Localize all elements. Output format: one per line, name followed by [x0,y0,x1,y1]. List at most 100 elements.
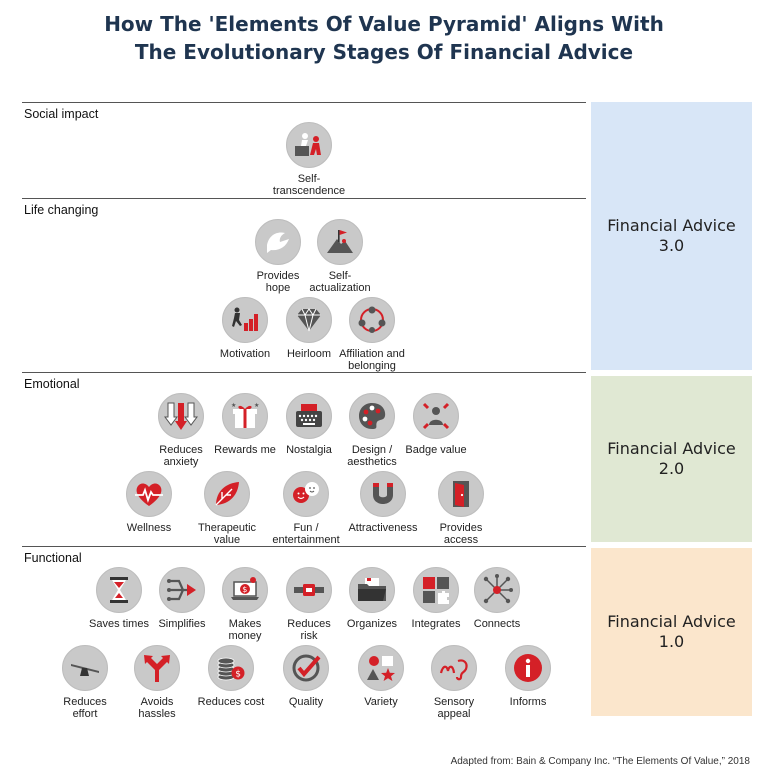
section-social-impact: Social impact [22,102,586,121]
element-therapeutic-value: Therapeutic value [177,471,277,546]
element-affiliation-belonging: Affiliation and belonging [322,297,422,372]
section-label: Life changing [24,203,99,217]
element-reduces-risk: Reduces risk [259,567,359,642]
element-attractiveness: Attractiveness [333,471,433,534]
person-helping-icon [286,122,332,168]
runner-chart-icon [222,297,268,343]
element-quality: Quality [256,645,356,708]
group-circle-icon [349,297,395,343]
element-label: Sensory appeal [433,696,475,720]
section-label: Functional [24,551,82,565]
element-heirloom: Heirloom [259,297,359,360]
element-label: Affiliation and belonging [339,348,405,372]
dove-icon [255,219,301,265]
element-sensory-appeal: Sensory appeal [404,645,504,720]
svg-text:★: ★ [231,402,236,409]
band-financial-advice-2: Financial Advice 2.0 [591,376,752,542]
info-icon [505,645,551,691]
section-life-changing: Life changing [22,198,586,217]
element-rewards-me: ★★ Rewards me [195,393,295,456]
element-design-aesthetics: Design / aesthetics [322,393,422,468]
element-connects: Connects [447,567,547,630]
element-label: Reduces cost [197,696,265,708]
element-label: Therapeutic value [197,522,257,546]
element-simplifies: Simplifies [132,567,232,630]
chat-faces-icon [283,471,329,517]
element-label: Self- actualization [309,270,371,294]
element-label: Attractiveness [348,522,418,534]
element-variety: Variety [331,645,431,708]
palette-icon [349,393,395,439]
folder-icon [349,567,395,613]
element-saves-times: Saves times [69,567,169,630]
page-title: How The 'Elements Of Value Pyramid' Alig… [0,10,768,66]
element-label: Variety [364,696,398,708]
diamond-icon [286,297,332,343]
element-reduces-anxiety: Reduces anxiety [131,393,231,468]
leaf-icon [204,471,250,517]
element-label: Informs [509,696,547,708]
element-avoids-hassles: Avoids hassles [107,645,207,720]
seatbelt-icon [286,567,332,613]
element-label: Provides hope [256,270,300,294]
element-label: Organizes [346,618,398,630]
element-reduces-effort: Reduces effort [35,645,135,720]
band-label: Financial Advice 1.0 [607,612,736,651]
element-label: Simplifies [158,618,206,630]
element-label: Rewards me [214,444,276,456]
element-self-transcendence: Self- transcendence [259,122,359,197]
split-arrow-icon [134,645,180,691]
checkmark-icon [283,645,329,691]
section-label: Emotional [24,377,80,391]
magnet-icon [360,471,406,517]
coins-icon: $ [208,645,254,691]
element-wellness: Wellness [99,471,199,534]
element-label: Motivation [219,348,271,360]
element-label: Saves times [89,618,149,630]
gift-icon: ★★ [222,393,268,439]
svg-text:★: ★ [254,402,259,409]
down-arrows-icon [158,393,204,439]
element-label: Nostalgia [286,444,332,456]
heartbeat-icon [126,471,172,517]
band-financial-advice-1: Financial Advice 1.0 [591,548,752,716]
element-integrates: Integrates [386,567,486,630]
element-label: Makes money [228,618,262,642]
element-label: Fun / entertainment [272,522,340,546]
element-motivation: Motivation [195,297,295,360]
element-label: Provides access [439,522,483,546]
lever-icon [62,645,108,691]
element-makes-money: $ Makes money [195,567,295,642]
laptop-money-icon: $ [222,567,268,613]
element-label: Design / aesthetics [347,444,397,468]
puzzle-icon [413,567,459,613]
element-provides-access: Provides access [411,471,511,546]
element-label: Integrates [411,618,461,630]
band-label: Financial Advice 2.0 [607,439,736,478]
element-organizes: Organizes [322,567,422,630]
element-provides-hope: Provides hope [228,219,328,294]
band-financial-advice-3: Financial Advice 3.0 [591,102,752,370]
typewriter-icon [286,393,332,439]
person-spotlight-icon [413,393,459,439]
title-line-1: How The 'Elements Of Value Pyramid' Alig… [104,12,664,36]
section-functional: Functional [22,546,586,565]
element-fun-entertainment: Fun / entertainment [256,471,356,546]
network-icon [474,567,520,613]
element-badge-value: Badge value [386,393,486,456]
mountain-flag-icon [317,219,363,265]
source-footnote: Adapted from: Bain & Company Inc. “The E… [450,756,750,767]
element-label: Self- transcendence [272,173,346,197]
element-label: Reduces risk [287,618,331,642]
element-label: Reduces anxiety [159,444,203,468]
svg-text:$: $ [235,670,241,680]
element-label: Reduces effort [63,696,107,720]
element-nostalgia: Nostalgia [259,393,359,456]
shapes-icon [358,645,404,691]
title-line-2: The Evolutionary Stages Of Financial Adv… [134,40,634,64]
element-label: Wellness [126,522,172,534]
hourglass-icon [96,567,142,613]
section-emotional: Emotional [22,372,586,391]
element-label: Avoids hassles [138,696,176,720]
element-label: Heirloom [286,348,331,360]
